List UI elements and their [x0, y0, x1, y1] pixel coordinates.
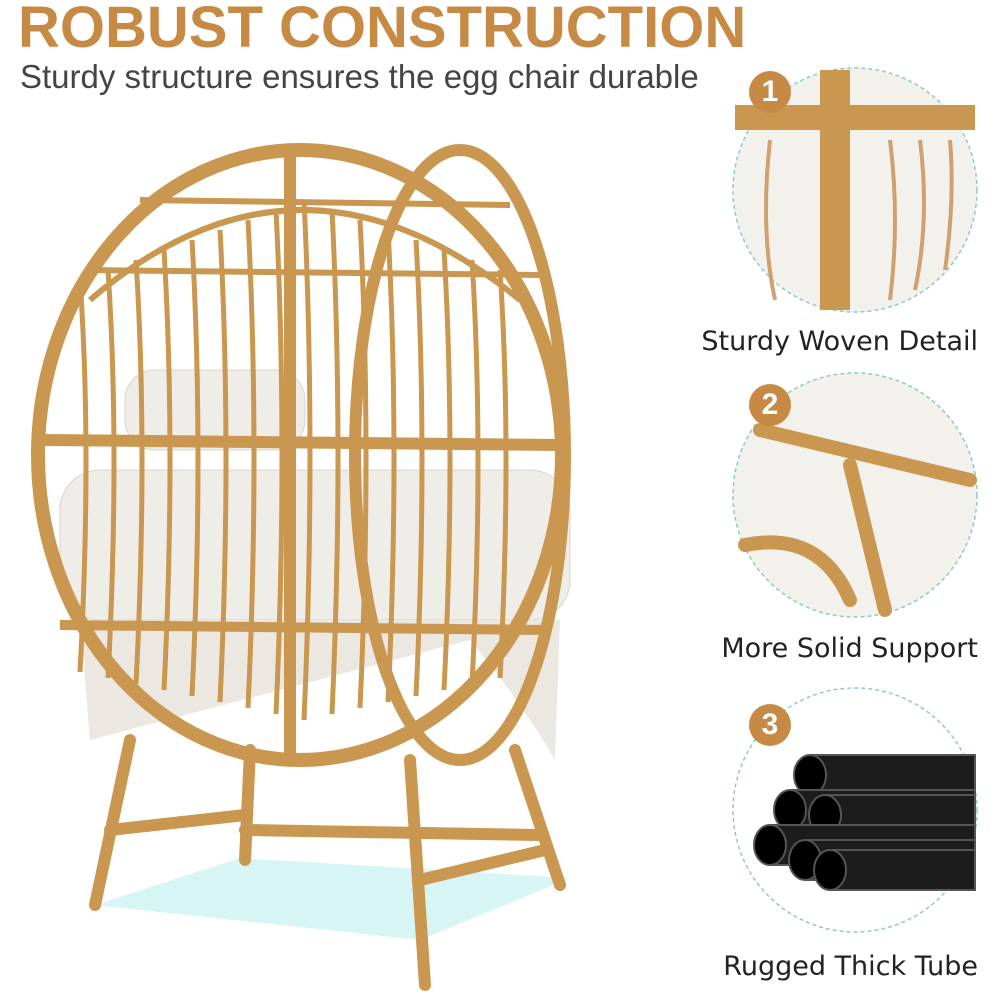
- detail-circle-2: [732, 372, 978, 618]
- rattan-bar: [245, 219, 257, 709]
- rattan-bar: [217, 229, 229, 703]
- feature-badge-3: 3: [749, 704, 791, 746]
- rattan-bar: [301, 199, 313, 721]
- rattan-bar: [161, 249, 173, 691]
- headline: ROBUST CONSTRUCTION: [18, 0, 747, 60]
- rattan-bar: [441, 249, 453, 691]
- feature-caption-2: More Solid Support: [721, 633, 978, 664]
- detail-circle-3: [732, 687, 978, 933]
- seat-cushion: [59, 469, 571, 621]
- chair-cage: [31, 143, 571, 767]
- subheadline: Sturdy structure ensures the egg chair d…: [20, 58, 699, 95]
- chair-legs: [89, 734, 566, 991]
- rattan-bar: [357, 219, 369, 709]
- rattan-bar: [189, 239, 201, 697]
- rattan-bar: [105, 269, 117, 679]
- rattan-bar: [385, 229, 397, 703]
- feature-caption-1: Sturdy Woven Detail: [701, 326, 978, 357]
- floor-glow: [95, 858, 570, 940]
- rattan-bar: [413, 239, 425, 697]
- lower-cushion: [80, 620, 560, 760]
- detail-circle-1: [732, 67, 978, 313]
- feature-badge-1: 1: [749, 71, 791, 113]
- rattan-bar: [77, 279, 89, 673]
- rattan-bar: [497, 269, 509, 679]
- rattan-bar: [133, 259, 145, 685]
- feature-badge-2: 2: [749, 384, 791, 426]
- rattan-bar: [273, 209, 285, 715]
- feature-caption-3: Rugged Thick Tube: [723, 951, 978, 982]
- rattan-bar: [469, 259, 481, 685]
- rattan-bar: [329, 209, 341, 715]
